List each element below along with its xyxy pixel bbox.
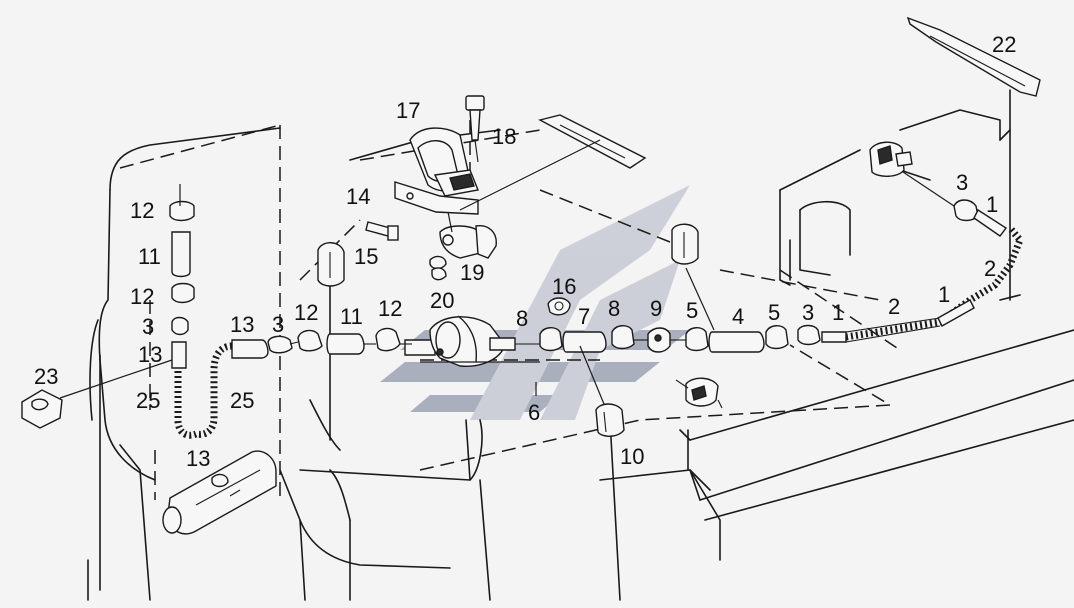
label-2: 2	[984, 256, 996, 281]
label-7: 7	[578, 304, 590, 329]
label-12: 12	[130, 284, 154, 309]
label-8: 8	[608, 296, 620, 321]
part-23-block	[21, 389, 63, 429]
part-19-clamp	[429, 225, 497, 281]
label-12: 12	[378, 296, 402, 321]
label-1: 1	[938, 282, 950, 307]
part-2-corrugated-hose	[845, 225, 1025, 343]
label-2: 2	[888, 294, 900, 319]
label-5: 5	[768, 300, 780, 325]
label-8: 8	[516, 306, 528, 331]
part-15-screw	[365, 221, 399, 241]
label-9: 9	[650, 296, 662, 321]
label-11: 11	[340, 304, 363, 329]
watermark-wing	[470, 185, 690, 420]
label-13: 13	[230, 312, 254, 337]
label-22: 22	[992, 32, 1016, 57]
part-top-right-connector	[899, 169, 1008, 237]
label-14: 14	[346, 184, 370, 209]
label-3: 3	[272, 312, 284, 337]
label-4: 4	[732, 304, 744, 329]
label-12: 12	[130, 198, 154, 223]
part-20-fuel-pump	[404, 315, 516, 367]
part-25-hoses	[174, 339, 269, 439]
label-13: 13	[138, 342, 162, 367]
label-19: 19	[460, 260, 484, 285]
label-6: 6	[528, 400, 540, 425]
label-23: 23	[34, 364, 58, 389]
dashed-mounting-outlines	[119, 120, 901, 500]
inline-fittings	[267, 324, 847, 355]
tank-sender-unit	[869, 141, 913, 177]
leader-lines	[59, 139, 715, 405]
part-14-bracket-plate	[394, 181, 479, 215]
watermark-wing	[540, 260, 680, 420]
part-18-bolt	[465, 95, 485, 163]
label-1: 1	[986, 192, 998, 217]
rubber-mounts	[317, 223, 699, 287]
label-16: 16	[552, 274, 576, 299]
label-5: 5	[686, 298, 698, 323]
label-3: 3	[956, 170, 968, 195]
part-16-nut	[547, 297, 571, 316]
part-17-clamp-bracket	[409, 127, 479, 197]
mounting-plate	[538, 114, 647, 169]
part-13-heater-unit	[162, 450, 277, 535]
label-25: 25	[230, 388, 254, 413]
label-11: 11	[138, 244, 161, 269]
label-17: 17	[396, 98, 420, 123]
part-10-clip	[595, 403, 625, 437]
label-18: 18	[492, 124, 516, 149]
part-number-labels: 22 17 18 14 15 19 20 16 3 1 2 1 2 1 3 5 …	[34, 32, 1016, 471]
label-3: 3	[802, 300, 814, 325]
watermark-logo	[380, 185, 690, 420]
left-column-fittings	[169, 184, 195, 369]
label-3: 3	[142, 314, 154, 339]
vehicle-body-outline	[87, 89, 1074, 601]
check-valve	[675, 377, 723, 409]
label-25: 25	[136, 388, 160, 413]
label-13: 13	[186, 446, 210, 471]
label-12: 12	[294, 300, 318, 325]
label-10: 10	[620, 444, 644, 469]
label-15: 15	[354, 244, 378, 269]
part-22-strap	[906, 16, 1041, 97]
label-1: 1	[832, 300, 844, 325]
label-20: 20	[430, 288, 454, 313]
